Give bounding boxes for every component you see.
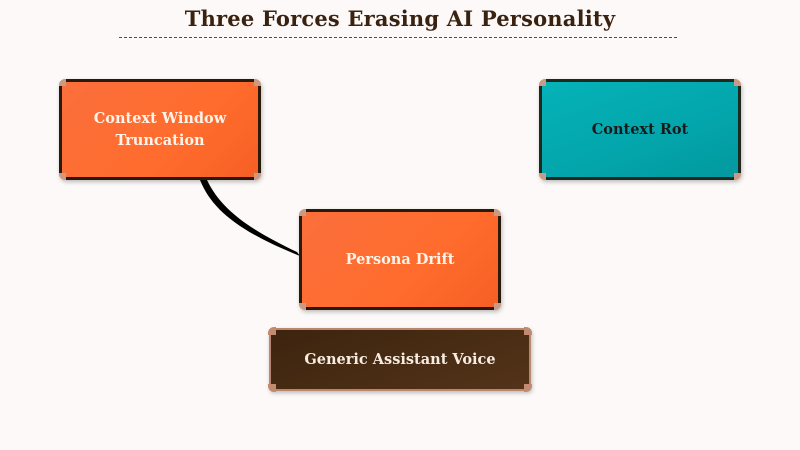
- diagram-title: Three Forces Erasing AI Personality: [184, 6, 616, 31]
- node-label: Persona Drift: [345, 250, 455, 268]
- node-persona-drift[interactable]: Persona Drift: [299, 209, 501, 310]
- node-context-rot[interactable]: Context Rot: [539, 79, 741, 180]
- node-context-window-truncation[interactable]: Context Window Truncation: [59, 79, 261, 180]
- node-label: Generic Assistant Voice: [304, 350, 496, 368]
- title-divider: [119, 37, 677, 38]
- node-label: Context Window Truncation: [93, 109, 227, 149]
- node-generic-assistant-voice[interactable]: Generic Assistant Voice: [268, 327, 532, 392]
- node-label: Context Rot: [591, 120, 689, 138]
- edge-context-window-to-persona-drift: [200, 180, 300, 256]
